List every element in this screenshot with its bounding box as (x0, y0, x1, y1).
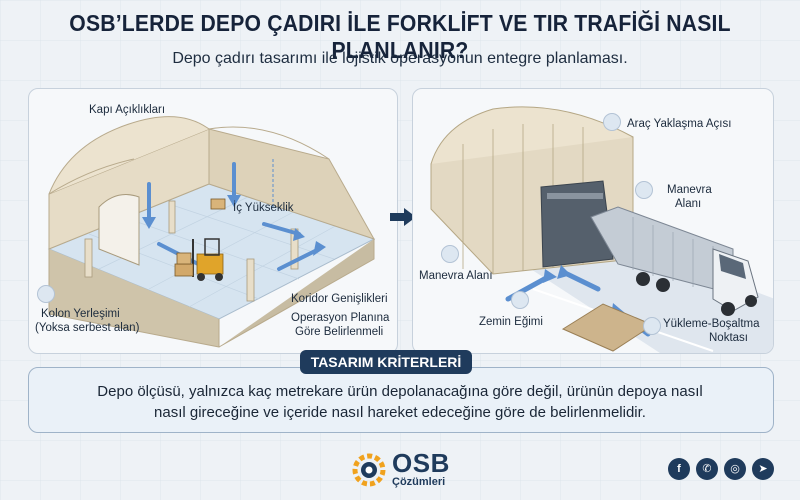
design-criteria-box (28, 367, 774, 433)
label-loading-point-2: Noktası (709, 332, 748, 344)
instagram-icon[interactable]: ◎ (724, 458, 746, 480)
criteria-line-2: nasıl gireceğine ve içeride nasıl hareke… (154, 404, 646, 421)
label-corridor-widths: Koridor Genişlikleri (291, 293, 388, 305)
logo-name: OSB (392, 448, 450, 478)
label-maneuver-area-left: Manevra Alanı (419, 270, 493, 282)
criteria-line-1: Depo ölçüsü, yalnızca kaç metrekare ürün… (97, 383, 703, 400)
slope-icon (511, 291, 529, 309)
page-subtitle: Depo çadırı tasarımı ile lojistik operas… (172, 50, 628, 67)
truck-approach-icon (603, 113, 621, 131)
flow-arrow-icon (390, 208, 416, 226)
tent-exterior-illustration (430, 106, 773, 353)
telegram-icon[interactable]: ➤ (752, 458, 774, 480)
label-door-openings: Kapı Açıklıkları (89, 104, 166, 116)
criteria-heading: TASARIM KRİTERLERİ (300, 350, 472, 374)
maneuver-icon (635, 181, 653, 199)
gear-icon (352, 453, 386, 487)
label-loading-point-1: Yükleme-Boşaltma (663, 318, 760, 330)
label-maneuver-area-2: Alanı (675, 198, 702, 210)
logo-tagline: Çözümleri (392, 476, 446, 488)
label-column-placement: Kolon Yerleşimi (41, 308, 120, 320)
loading-icon (643, 317, 661, 335)
column-icon (37, 285, 55, 303)
osb-logo: OSB Çözümleri (350, 448, 460, 492)
forklift-icon (174, 238, 224, 281)
label-operation-plan-1: Operasyon Planına (291, 312, 390, 324)
interior-layout-panel: Kapı Açıklıkları İç Yükseklik Kolon Yerl… (28, 88, 398, 354)
label-operation-plan-2: Göre Belirlenmeli (295, 326, 384, 338)
label-column-free: (Yoksa serbest alan) (35, 322, 140, 334)
label-floor-slope: Zemin Eğimi (479, 316, 543, 328)
phone-icon[interactable]: ✆ (696, 458, 718, 480)
facebook-icon[interactable]: f (668, 458, 690, 480)
tent-interior-illustration (47, 116, 376, 348)
label-approach-angle: Araç Yaklaşma Açısı (627, 118, 732, 130)
exterior-layout-panel: Araç Yaklaşma Açısı Manevra Alanı Manevr… (412, 88, 774, 354)
label-inner-height: İç Yükseklik (233, 202, 294, 214)
label-maneuver-area-1: Manevra (667, 184, 712, 196)
criteria-text: Depo ölçüsü, yalnızca kaç metrekare ürün… (40, 381, 760, 423)
page-title: OSB’LERDE DEPO ÇADIRI İLE FORKLİFT VE TI… (69, 10, 731, 63)
maneuver-left-icon (441, 245, 459, 263)
